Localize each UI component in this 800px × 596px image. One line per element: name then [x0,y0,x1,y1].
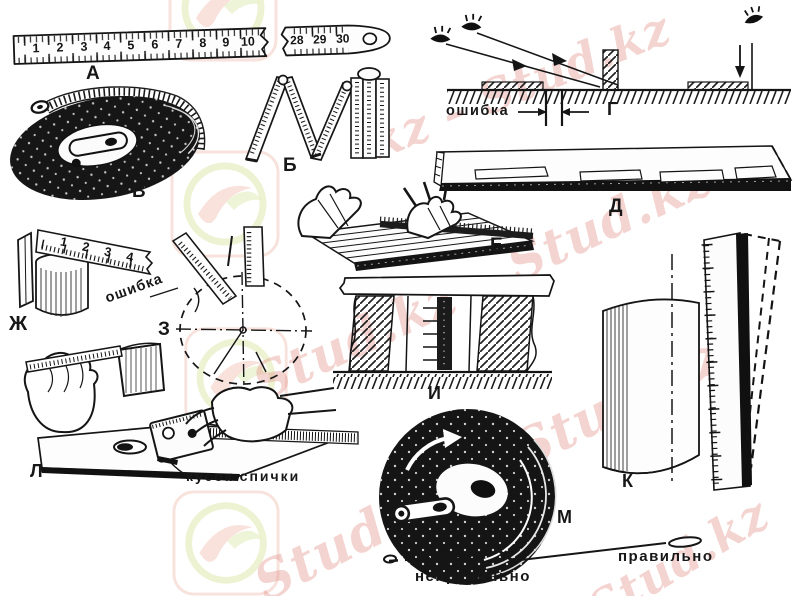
svg-text:4: 4 [125,250,135,265]
svg-text:8: 8 [199,36,206,50]
svg-text:9: 9 [222,35,229,49]
holding-hand [210,386,294,443]
svg-text:3: 3 [80,40,87,54]
label-v: В [132,181,146,202]
hand-ruler-board-l [23,342,359,481]
label-l: Л [30,461,43,481]
label-d: Д [609,196,623,217]
annotation-right: правильно [618,548,714,565]
arrow-icon [512,59,527,71]
square-on-cylinder-zh: 1 2 3 4 [17,229,154,317]
svg-text:29: 29 [313,32,327,46]
svg-text:5: 5 [127,38,134,52]
match-piece [157,456,178,465]
svg-text:4: 4 [103,39,110,53]
eye-icon [742,5,765,25]
label-m: М [557,507,572,527]
label-g: Г [607,99,618,119]
cylinder-vertical-ruler-k [602,232,782,491]
svg-text:3: 3 [103,245,113,260]
svg-text:2: 2 [81,240,91,255]
sighting-error-diagram-g [429,5,791,126]
winder-handle [390,497,456,524]
arrow-icon [552,53,567,66]
label-a: А [86,63,100,84]
rotation-arrow-icon [405,436,449,471]
label-b: Б [283,155,297,176]
svg-text:7: 7 [175,37,182,51]
svg-text:10: 10 [241,34,255,48]
label-z: З [158,319,170,340]
label-e: Е [490,235,503,256]
svg-text:6: 6 [151,37,158,51]
svg-text:30: 30 [336,31,350,45]
tape-reel-m [379,409,702,585]
height-measuring-i [333,274,555,389]
svg-text:2: 2 [56,40,63,54]
annotation-match-piece: кусок спички [186,468,301,484]
folding-rule-illustration-b [244,67,390,163]
stud-kz-logo-watermark [172,490,280,596]
svg-text:1: 1 [32,41,39,55]
hands-measuring-panel-e [297,181,535,271]
eye-icon [429,22,454,46]
circle-measure-error-z [149,226,313,393]
stud-kz-logo-watermark [170,150,280,258]
tape-measure-illustration-v [10,86,206,200]
tape-correct-line [511,542,667,562]
right-hand [406,196,462,240]
svg-text:1: 1 [59,235,69,250]
left-hand [297,185,362,240]
label-i: И [428,383,441,403]
label-k: К [622,471,633,491]
annotation-wrong: неправильно [415,568,531,585]
tape-wrong-line [388,551,508,563]
tape-end-pin [668,536,702,548]
eye-icon [460,10,485,34]
ruler-hang-hole [362,32,378,46]
label-zh: Ж [9,313,28,335]
board-illustration-d [433,145,793,191]
annotation-error-g: ошибка [446,103,510,119]
steel-ruler-illustration-a: 1 2 3 4 5 6 7 8 9 10 28 29 30 [12,24,391,65]
svg-text:28: 28 [290,33,304,47]
